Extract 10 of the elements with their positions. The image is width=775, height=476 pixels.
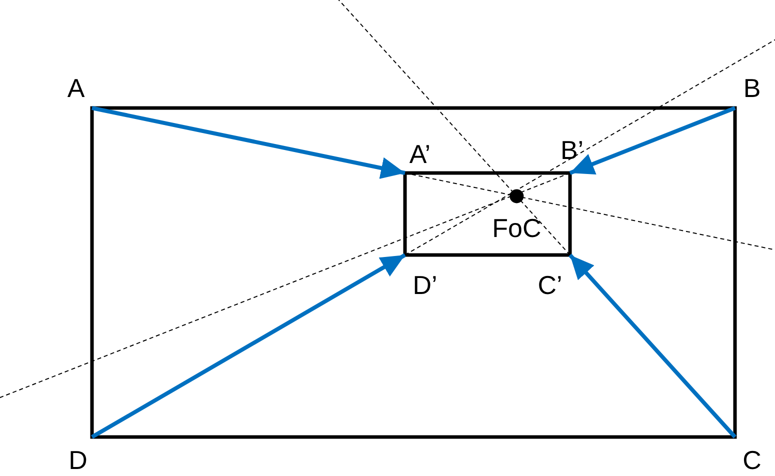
corner-label: D bbox=[68, 446, 88, 474]
corner-label: B’ bbox=[560, 136, 584, 164]
corner-label: C’ bbox=[538, 271, 562, 299]
corner-label: B bbox=[743, 74, 761, 102]
corner-label: C bbox=[742, 446, 762, 474]
corner-label: A’ bbox=[409, 140, 431, 168]
point-label: FoC bbox=[492, 214, 542, 242]
corner-label: D’ bbox=[412, 271, 438, 299]
corner-label: A bbox=[67, 74, 85, 102]
arrow bbox=[92, 106, 406, 179]
